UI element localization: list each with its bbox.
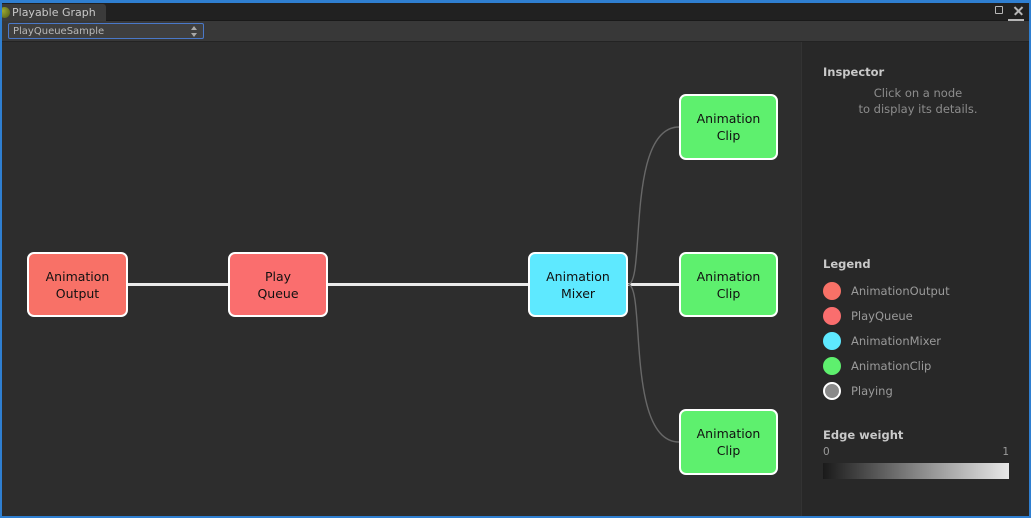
node-label-line2: Clip xyxy=(716,285,741,301)
node-label-line2: Queue xyxy=(257,285,299,301)
legend-item: PlayQueue xyxy=(823,303,1023,328)
chevron-updown-icon xyxy=(191,26,198,37)
tab-label: Playable Graph xyxy=(12,6,96,19)
maximize-glyph xyxy=(995,6,1003,14)
inspector-hint: Click on a node to display its details. xyxy=(823,85,1013,117)
edge-weight-scale: 0 1 xyxy=(823,446,1009,458)
legend-item-label: PlayQueue xyxy=(851,308,913,323)
node-label-line1: Play xyxy=(264,268,292,284)
legend-item: AnimationOutput xyxy=(823,278,1023,303)
node-label-line1: Animation xyxy=(546,268,610,284)
edge-weight-gradient-bar xyxy=(823,463,1009,479)
legend-item-label: AnimationClip xyxy=(851,358,932,373)
graph-edge-animation-mixer-to-animation-clip-bottom xyxy=(627,283,680,443)
graph-select-dropdown[interactable]: PlayQueueSample xyxy=(8,23,204,39)
node-label-line2: Mixer xyxy=(560,285,596,301)
node-label-line2: Output xyxy=(55,285,100,301)
legend-item-label: Playing xyxy=(851,383,893,398)
legend-title: Legend xyxy=(823,257,871,271)
window-controls xyxy=(993,4,1025,17)
node-label-line2: Clip xyxy=(716,443,741,458)
node-label-line1: Animation xyxy=(45,268,110,284)
legend-color-swatch-icon xyxy=(823,331,841,350)
edge-weight-max: 1 xyxy=(1002,446,1009,458)
legend-item-label: AnimationMixer xyxy=(851,333,942,348)
tab-playable-graph[interactable]: Playable Graph xyxy=(2,4,106,21)
node-label-line1: Animation xyxy=(696,111,761,126)
close-icon[interactable] xyxy=(1012,4,1025,17)
inspector-hint-line2: to display its details. xyxy=(858,102,978,116)
edge-weight-min: 0 xyxy=(823,446,830,458)
menu-bar xyxy=(1008,19,1024,21)
inspector-hint-line1: Click on a node xyxy=(873,86,963,100)
graph-edges xyxy=(128,126,680,443)
window-tab-strip: Playable Graph xyxy=(2,3,1029,30)
maximize-icon[interactable] xyxy=(993,4,1006,17)
graph-select-value: PlayQueueSample xyxy=(13,25,105,37)
edge-weight-title: Edge weight xyxy=(823,428,904,442)
sidebar: Inspector Click on a node to display its… xyxy=(801,42,1029,516)
legend-item: AnimationMixer xyxy=(823,328,1023,353)
node-label-line1: Animation xyxy=(696,268,761,284)
playable-graph-icon xyxy=(2,7,10,18)
inspector-title: Inspector xyxy=(823,65,885,79)
legend-color-swatch-icon xyxy=(823,356,841,375)
graph-edge-animation-mixer-to-animation-clip-top xyxy=(627,126,680,286)
legend-item: AnimationClip xyxy=(823,353,1023,378)
legend-item: Playing xyxy=(823,378,1023,403)
node-label-line2: Clip xyxy=(716,128,741,143)
graph-selector-bar: PlayQueueSample xyxy=(2,21,1029,42)
legend-color-swatch-icon xyxy=(823,281,841,300)
node-label-line1: Animation xyxy=(696,426,761,441)
legend-color-swatch-icon xyxy=(823,381,841,400)
legend-item-label: AnimationOutput xyxy=(851,283,950,298)
legend-color-swatch-icon xyxy=(823,306,841,325)
